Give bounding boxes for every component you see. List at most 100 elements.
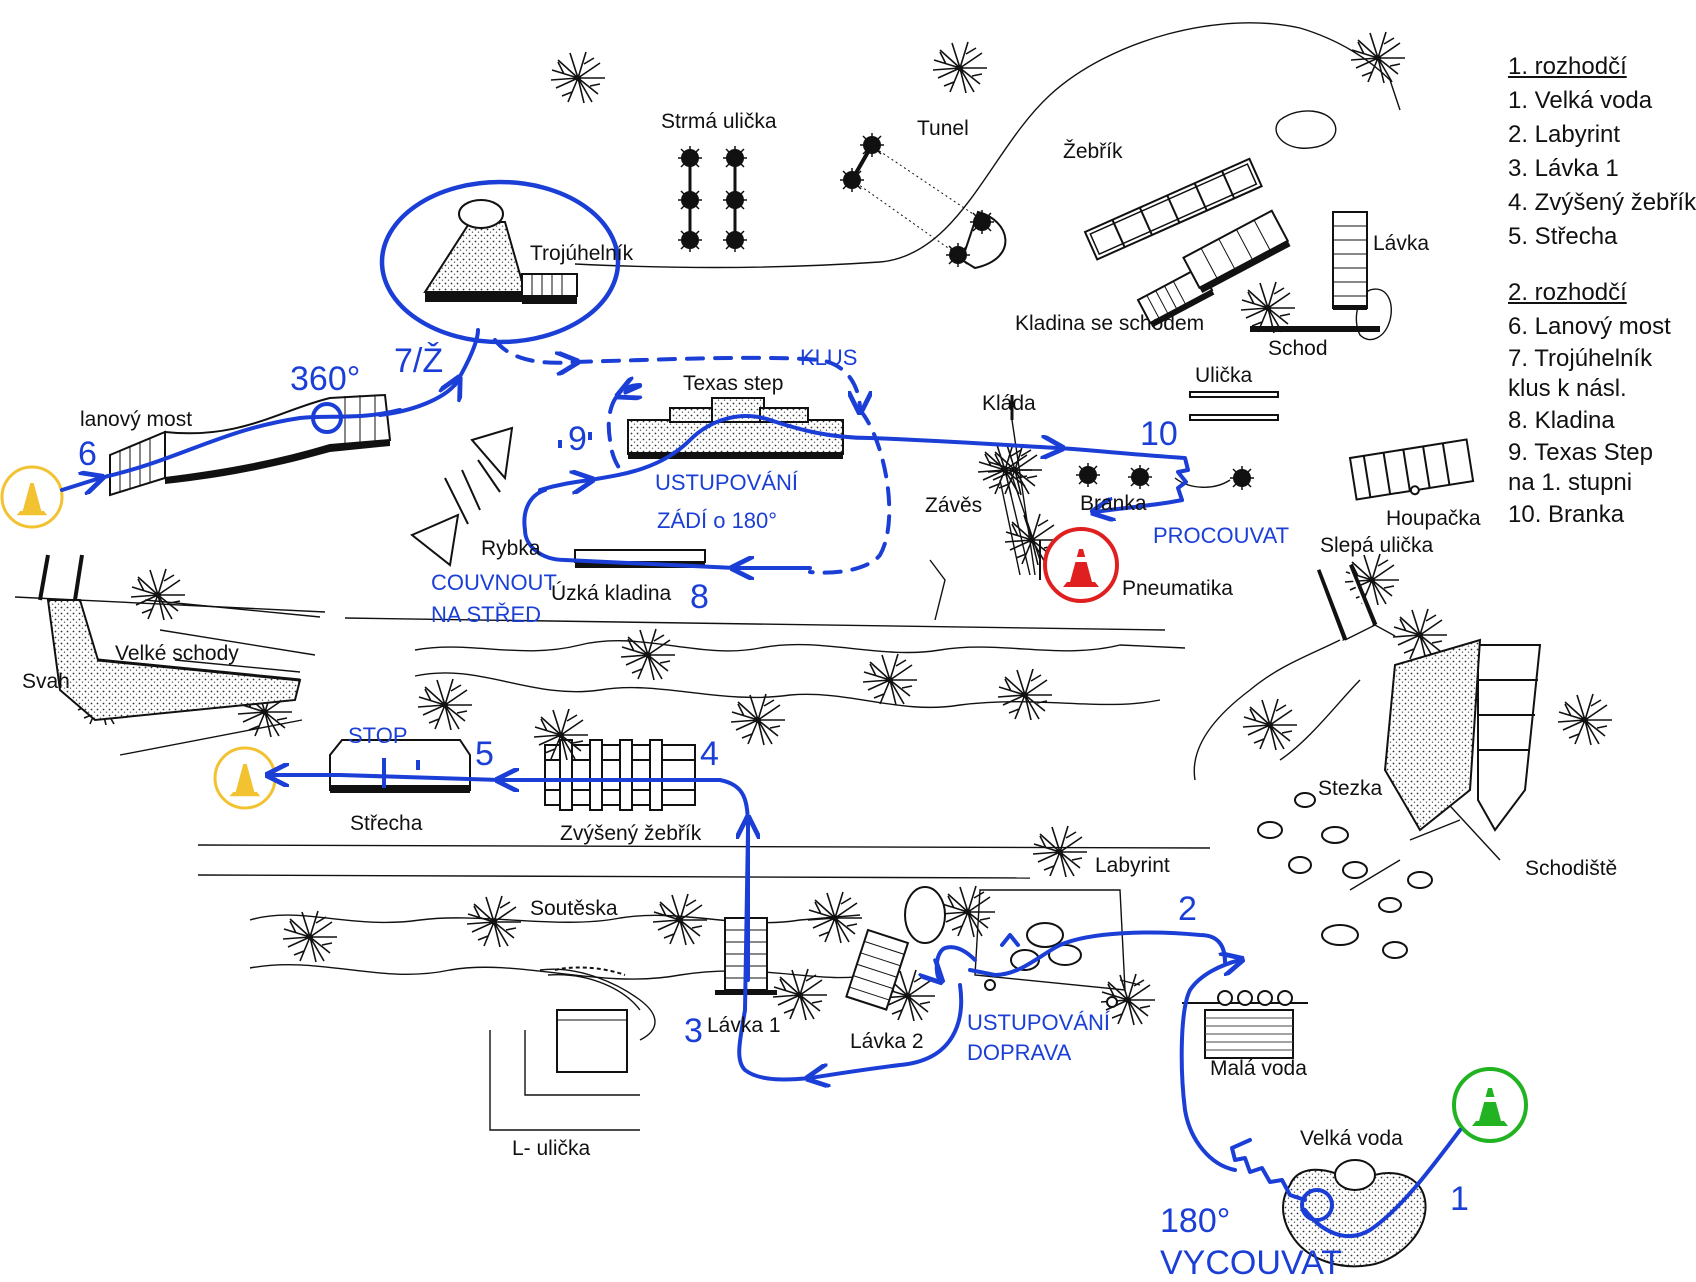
- tunnel-obstacle: [839, 132, 1007, 270]
- route-note-trot: KLUS: [800, 345, 857, 370]
- route-number-9: 9: [568, 420, 587, 458]
- legend-item-6: 6. Lanový most: [1508, 313, 1671, 340]
- route-number-5: 5: [475, 735, 494, 773]
- label-big-water: Velká voda: [1300, 1127, 1403, 1150]
- label-l-alley: L- ulička: [512, 1137, 591, 1160]
- route-note-sidestep-2: DOPRAVA: [967, 1040, 1072, 1065]
- legend-heading-judge-2: 2. rozhodčí: [1508, 279, 1627, 306]
- triangle-obstacle: [423, 199, 578, 304]
- dead-end-alley-obstacle: [1314, 562, 1396, 641]
- legend-item-1: 1. Velká voda: [1508, 87, 1653, 114]
- ladder-obstacle: [1083, 157, 1263, 261]
- finish-cone: [1043, 527, 1119, 603]
- label-ladder: Žebřík: [1063, 140, 1123, 163]
- label-steep-alley: Strmá ulička: [661, 110, 777, 133]
- gorge-path: [554, 966, 626, 976]
- raised-ladder-obstacle: [533, 708, 696, 811]
- start-cone: [1452, 1067, 1528, 1143]
- label-gate: Branka: [1080, 492, 1147, 515]
- label-beam-with-step: Kladina se schodem: [1015, 312, 1204, 335]
- step-obstacle: [1250, 326, 1380, 332]
- label-log: Kláda: [982, 392, 1036, 415]
- legend-item-7a: 7. Trojúhelník: [1508, 345, 1653, 372]
- label-footbridge-top: Lávka: [1373, 232, 1429, 255]
- route-number-7: 7/Ž: [394, 342, 443, 380]
- route-number-1: 1: [1450, 1180, 1469, 1218]
- label-gorge: Soutěska: [530, 897, 618, 920]
- route-labels: 1 2 3 4 5 6 7/Ž 8 9 10 360° KLUS USTUPOV…: [78, 342, 1469, 1282]
- route-markers: [558, 432, 592, 448]
- label-raised-ladder: Zvýšený žebřík: [560, 822, 702, 845]
- seesaw-obstacle: [1348, 438, 1475, 501]
- alley-obstacle: [1189, 391, 1279, 421]
- label-slope: Svah: [22, 670, 70, 693]
- label-narrow-beam: Úzká kladina: [551, 582, 672, 605]
- gate-obstacle: [1075, 462, 1255, 491]
- labyrinth-obstacle: [904, 886, 1126, 1008]
- big-water-obstacle: [1282, 1159, 1427, 1268]
- route-number-2: 2: [1178, 890, 1197, 928]
- texas-step-obstacle: [627, 397, 844, 459]
- route-note-back-center-2: NA STŘED: [431, 602, 541, 627]
- label-dead-end-alley: Slepá ulička: [1320, 534, 1434, 557]
- legend-item-10: 10. Branka: [1508, 501, 1625, 528]
- legend-item-5: 5. Střecha: [1508, 223, 1618, 250]
- staircase-obstacle: [1349, 638, 1542, 891]
- legend-item-8: 8. Kladina: [1508, 407, 1615, 434]
- route-number-10: 10: [1140, 415, 1178, 453]
- footbridge-2-obstacle: [845, 928, 910, 1011]
- legend-item-9a: 9. Texas Step: [1508, 439, 1653, 466]
- route-note-backward-2: ZÁDÍ o 180°: [657, 508, 777, 533]
- route-note-180: 180°: [1160, 1202, 1230, 1240]
- fish-obstacle: [410, 426, 514, 567]
- route-note-backward-1: USTUPOVÁNÍ: [655, 470, 799, 495]
- legend-item-3: 3. Lávka 1: [1508, 155, 1619, 182]
- label-staircase: Schodiště: [1525, 857, 1617, 880]
- label-footbridge-1: Lávka 1: [707, 1014, 781, 1037]
- route-note-back-through: PROCOUVAT: [1153, 523, 1289, 548]
- label-tunnel: Tunel: [917, 117, 969, 140]
- path-stones: [1257, 792, 1433, 959]
- label-seesaw: Houpačka: [1386, 507, 1481, 530]
- route-note-sidestep-1: USTUPOVÁNÍ: [967, 1010, 1111, 1035]
- steep-alley-obstacle: [677, 145, 748, 253]
- log-curtain-obstacle: [929, 395, 1043, 621]
- stop-cone: [213, 746, 277, 810]
- legend-item-9b: na 1. stupni: [1508, 469, 1633, 496]
- route-number-4: 4: [700, 735, 719, 773]
- route-number-3: 3: [684, 1012, 703, 1050]
- legend-heading-judge-1: 1. rozhodčí: [1508, 53, 1627, 80]
- legend-item-7b: klus k násl.: [1508, 375, 1627, 402]
- label-rope-bridge: lanový most: [80, 408, 192, 431]
- legend-item-4: 4. Zvýšený žebřík: [1508, 189, 1696, 216]
- route-note-360: 360°: [290, 360, 360, 398]
- label-small-water: Malá voda: [1210, 1057, 1307, 1080]
- footbridge-top-obstacle: [1332, 211, 1368, 310]
- label-texas-step: Texas step: [683, 372, 783, 395]
- label-step: Schod: [1268, 337, 1328, 360]
- label-roof: Střecha: [350, 812, 423, 835]
- label-labyrinth: Labyrint: [1095, 854, 1170, 877]
- judges-legend: 1. rozhodčí 1. Velká voda 2. Labyrint 3.…: [1508, 50, 1696, 610]
- legend-item-2: 2. Labyrint: [1508, 121, 1621, 148]
- label-path: Stezka: [1318, 777, 1383, 800]
- route-number-8: 8: [690, 578, 709, 616]
- label-big-stairs: Velké schody: [115, 642, 239, 665]
- label-alley: Ulička: [1195, 364, 1252, 387]
- terrain-lines: [14, 22, 1401, 1041]
- route-note-back-out: VYCOUVAT: [1160, 1244, 1342, 1282]
- label-footbridge-2: Lávka 2: [850, 1030, 924, 1053]
- obstacle-labels: Strmá ulička Tunel Žebřík Lávka Trojúhel…: [22, 110, 1617, 1160]
- route-note-back-center-1: COUVNOUT: [431, 570, 557, 595]
- label-fish: Rybka: [481, 537, 541, 560]
- route-number-6: 6: [78, 435, 97, 473]
- route-note-stop: STOP: [348, 723, 408, 748]
- l-alley-obstacle: [489, 1009, 640, 1131]
- label-triangle: Trojúhelník: [530, 242, 634, 265]
- midpoint-cone: [0, 465, 64, 529]
- beam-with-step-obstacle: [1136, 209, 1291, 328]
- course-route: [60, 179, 1462, 1239]
- label-tire: Pneumatika: [1122, 577, 1233, 600]
- small-water-obstacle: [1182, 990, 1308, 1059]
- slope-stairs-obstacle: [38, 554, 321, 756]
